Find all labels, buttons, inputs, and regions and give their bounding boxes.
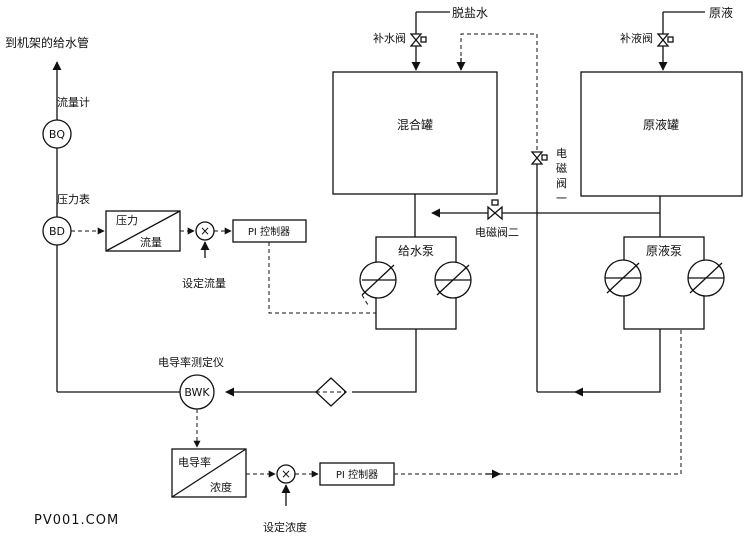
flow-summer-symbol: × [200, 224, 210, 238]
feed-pump-label: 给水泵 [398, 244, 434, 258]
solenoid-valve-1-icon [530, 151, 544, 165]
signal-pi2-raw-pump [394, 326, 682, 475]
conductivity-meter-label: 电导率测定仪 [158, 355, 224, 369]
to-rack-label: 到机架的给水管 [5, 35, 89, 50]
solenoid-valve-1-actuator [541, 154, 548, 161]
raw-pump-outlet [537, 329, 661, 393]
bwk-label: BWK [184, 386, 210, 399]
watermark: PV001.COM [34, 513, 119, 528]
solenoid-valve-2-icon [487, 205, 503, 221]
mix-tank-label: 混合罐 [397, 117, 433, 132]
signal-pi1-pump [268, 242, 433, 314]
concentration-label: 浓度 [210, 480, 232, 494]
bd-label: BD [49, 225, 65, 238]
conductivity-diagonal [171, 448, 247, 498]
pressure-gauge-label: 压力表 [57, 192, 90, 206]
desalted-water-label: 脱盐水 [452, 5, 488, 20]
raw-pump-label: 原液泵 [646, 243, 682, 258]
set-flow-label: 设定流量 [182, 276, 226, 290]
concentration-summer-symbol: × [281, 467, 291, 481]
conductivity-label: 电导率 [178, 455, 211, 469]
signal-solenoid1-tank [460, 33, 538, 150]
flow-label: 流量 [140, 235, 162, 249]
bq-label: BQ [49, 128, 66, 141]
makeup-liquid-valve-icon [656, 33, 670, 47]
raw-tank-label: 原液罐 [643, 117, 679, 132]
solenoid-valve-1-label: 电磁阀一 [556, 147, 567, 205]
set-concentration-label: 设定浓度 [263, 520, 307, 534]
makeup-liquid-valve-actuator [667, 36, 674, 43]
makeup-liquid-valve-label: 补液阀 [620, 31, 653, 45]
pressure-label: 压力 [116, 214, 138, 227]
converter-diagonal [105, 210, 181, 252]
makeup-water-valve-actuator [420, 36, 427, 43]
solenoid-valve-2-label: 电磁阀二 [475, 225, 519, 239]
mixing-tank [332, 71, 498, 195]
signal-pump-diag-1 [361, 294, 369, 306]
solenoid-valve-2-actuator [491, 199, 499, 206]
flowmeter-label: 流量计 [57, 95, 90, 109]
makeup-water-valve-icon [409, 33, 423, 47]
raw-liquid-tank [580, 71, 743, 197]
raw-liquid-label: 原液 [709, 5, 733, 20]
pi-controller-1-label: PI 控制器 [248, 225, 290, 238]
makeup-water-valve-label: 补水阀 [373, 31, 406, 45]
feed-pump-outlet [352, 329, 417, 393]
pi-controller-2-label: PI 控制器 [336, 468, 378, 481]
